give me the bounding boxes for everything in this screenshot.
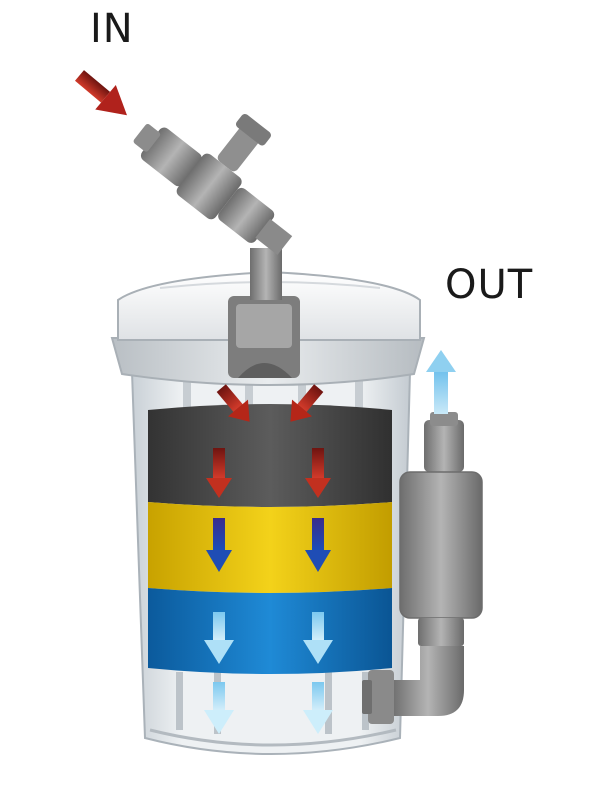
media-layer-top [148,404,392,507]
filter-media-stack [148,404,392,674]
arrow-down-right-icon [74,70,127,116]
canister-lid [110,248,426,386]
media-layer-bottom [148,588,392,674]
arrow-up-icon [426,350,456,414]
outlet-label: OUT [445,262,534,308]
outlet-assembly [362,412,483,724]
inlet-valve [133,113,293,256]
media-flow-arrows [204,384,333,734]
inlet-label: IN [90,6,134,52]
media-layer-middle [148,502,392,593]
